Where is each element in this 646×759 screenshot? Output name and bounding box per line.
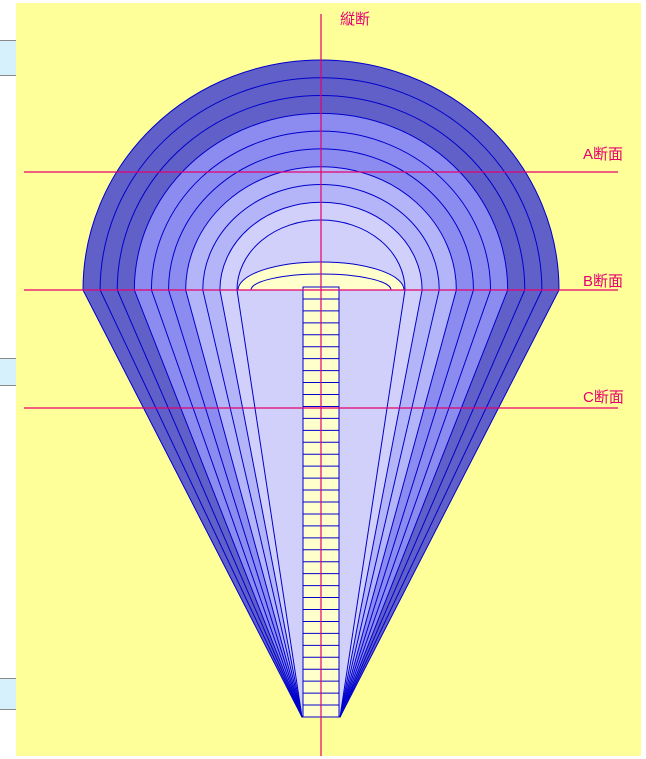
side-tab-middle <box>0 358 16 386</box>
side-tab-top <box>0 40 16 76</box>
section-b-label: B断面 <box>583 273 624 290</box>
side-tab-bottom <box>0 678 16 710</box>
longitudinal-section-label: 縦断 <box>340 11 371 28</box>
section-a-label: A断面 <box>583 146 624 163</box>
section-lines <box>24 14 618 756</box>
section-c-label: C断面 <box>583 389 624 406</box>
